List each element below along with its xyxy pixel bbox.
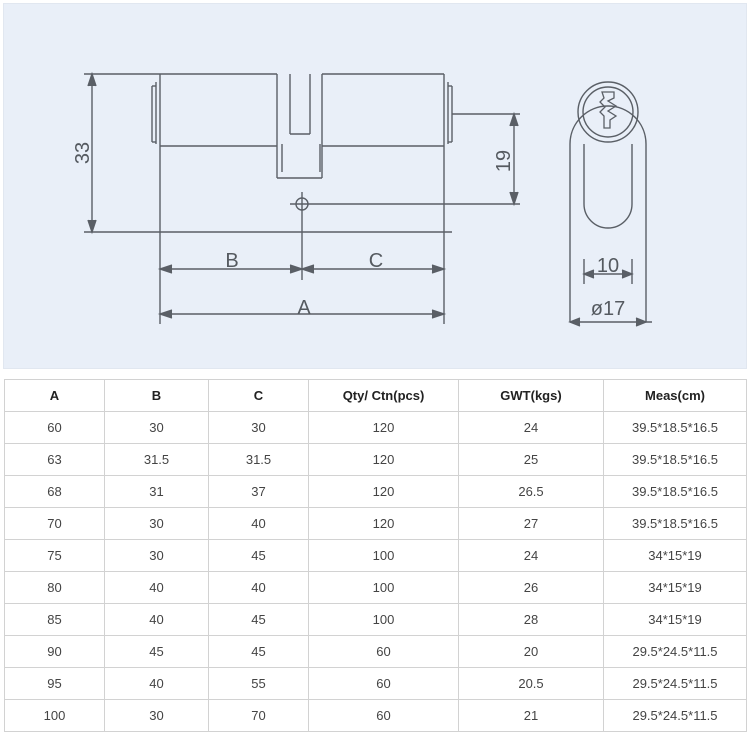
- cell-c: 31.5: [208, 443, 309, 476]
- cell-c: 40: [208, 571, 309, 604]
- cell-qty: 60: [308, 635, 459, 668]
- cell-b: 40: [104, 603, 209, 636]
- label-10: 10: [597, 255, 619, 277]
- cell-gwt: 27: [458, 507, 604, 540]
- cell-gwt: 20.5: [458, 667, 604, 700]
- cell-gwt: 28: [458, 603, 604, 636]
- cell-b: 30: [104, 539, 209, 572]
- cell-c: 45: [208, 635, 309, 668]
- table-row: 95 40 55 60 20.5 29.5*24.5*11.5: [4, 667, 747, 700]
- cell-c: 45: [208, 539, 309, 572]
- cell-b: 40: [104, 667, 209, 700]
- cell-a: 95: [4, 667, 105, 700]
- cell-c: 55: [208, 667, 309, 700]
- technical-drawing: 33 19 B C A 10 ø17: [3, 3, 747, 369]
- label-33: 33: [72, 142, 94, 164]
- cell-a: 100: [4, 699, 105, 732]
- cell-qty: 120: [308, 507, 459, 540]
- dimension-a: [157, 309, 447, 319]
- cell-a: 75: [4, 539, 105, 572]
- header-gwt: GWT(kgs): [458, 379, 604, 412]
- cell-gwt: 25: [458, 443, 604, 476]
- cell-qty: 120: [308, 443, 459, 476]
- cell-gwt: 26: [458, 571, 604, 604]
- cell-gwt: 24: [458, 411, 604, 444]
- table-row: 70 30 40 120 27 39.5*18.5*16.5: [4, 507, 747, 540]
- cell-gwt: 26.5: [458, 475, 604, 508]
- table-row: 90 45 45 60 20 29.5*24.5*11.5: [4, 635, 747, 668]
- header-c: C: [208, 379, 309, 412]
- label-diameter-17: ø17: [591, 298, 625, 320]
- cell-meas: 39.5*18.5*16.5: [603, 475, 747, 508]
- cell-qty: 100: [308, 603, 459, 636]
- cell-b: 31: [104, 475, 209, 508]
- dimension-19: [452, 111, 520, 207]
- cell-meas: 29.5*24.5*11.5: [603, 635, 747, 668]
- cell-gwt: 20: [458, 635, 604, 668]
- cell-qty: 120: [308, 411, 459, 444]
- header-b: B: [104, 379, 209, 412]
- cell-meas: 34*15*19: [603, 539, 747, 572]
- cell-a: 60: [4, 411, 105, 444]
- label-a: A: [297, 297, 311, 319]
- header-meas: Meas(cm): [603, 379, 747, 412]
- cell-c: 70: [208, 699, 309, 732]
- cell-qty: 60: [308, 667, 459, 700]
- cell-c: 40: [208, 507, 309, 540]
- table-row: 75 30 45 100 24 34*15*19: [4, 539, 747, 572]
- cell-meas: 34*15*19: [603, 603, 747, 636]
- cell-c: 37: [208, 475, 309, 508]
- lock-cylinder-diagram: 33 19 B C A 10 ø17: [72, 71, 652, 327]
- cell-meas: 39.5*18.5*16.5: [603, 507, 747, 540]
- header-qty-ctn: Qty/ Ctn(pcs): [308, 379, 459, 412]
- cylinder-side-view: [151, 73, 453, 232]
- cell-gwt: 24: [458, 539, 604, 572]
- cell-meas: 29.5*24.5*11.5: [603, 699, 747, 732]
- cell-gwt: 21: [458, 699, 604, 732]
- table-header-row: A B C Qty/ Ctn(pcs) GWT(kgs) Meas(cm): [4, 379, 747, 412]
- cell-qty: 60: [308, 699, 459, 732]
- cell-qty: 120: [308, 475, 459, 508]
- cell-a: 68: [4, 475, 105, 508]
- specification-table: A B C Qty/ Ctn(pcs) GWT(kgs) Meas(cm) 60…: [4, 379, 747, 732]
- table-row: 63 31.5 31.5 120 25 39.5*18.5*16.5: [4, 443, 747, 476]
- cell-b: 40: [104, 571, 209, 604]
- cell-b: 30: [104, 699, 209, 732]
- cell-b: 45: [104, 635, 209, 668]
- cell-meas: 29.5*24.5*11.5: [603, 667, 747, 700]
- cell-a: 85: [4, 603, 105, 636]
- cell-a: 80: [4, 571, 105, 604]
- cell-b: 31.5: [104, 443, 209, 476]
- cell-b: 30: [104, 411, 209, 444]
- label-b: B: [225, 250, 238, 272]
- cell-meas: 39.5*18.5*16.5: [603, 443, 747, 476]
- table-row: 60 30 30 120 24 39.5*18.5*16.5: [4, 411, 747, 444]
- table-row: 80 40 40 100 26 34*15*19: [4, 571, 747, 604]
- table-row: 100 30 70 60 21 29.5*24.5*11.5: [4, 699, 747, 732]
- cell-meas: 34*15*19: [603, 571, 747, 604]
- cell-c: 45: [208, 603, 309, 636]
- label-c: C: [369, 250, 383, 272]
- cell-b: 30: [104, 507, 209, 540]
- cell-qty: 100: [308, 539, 459, 572]
- cell-a: 70: [4, 507, 105, 540]
- cell-a: 90: [4, 635, 105, 668]
- table-row: 68 31 37 120 26.5 39.5*18.5*16.5: [4, 475, 747, 508]
- header-a: A: [4, 379, 105, 412]
- cylinder-front-view: [568, 81, 652, 327]
- cell-qty: 100: [308, 571, 459, 604]
- cell-meas: 39.5*18.5*16.5: [603, 411, 747, 444]
- cell-a: 63: [4, 443, 105, 476]
- cell-c: 30: [208, 411, 309, 444]
- table-row: 85 40 45 100 28 34*15*19: [4, 603, 747, 636]
- label-19: 19: [493, 150, 515, 172]
- dimension-b-c: [157, 232, 447, 324]
- dimension-33: [84, 71, 452, 235]
